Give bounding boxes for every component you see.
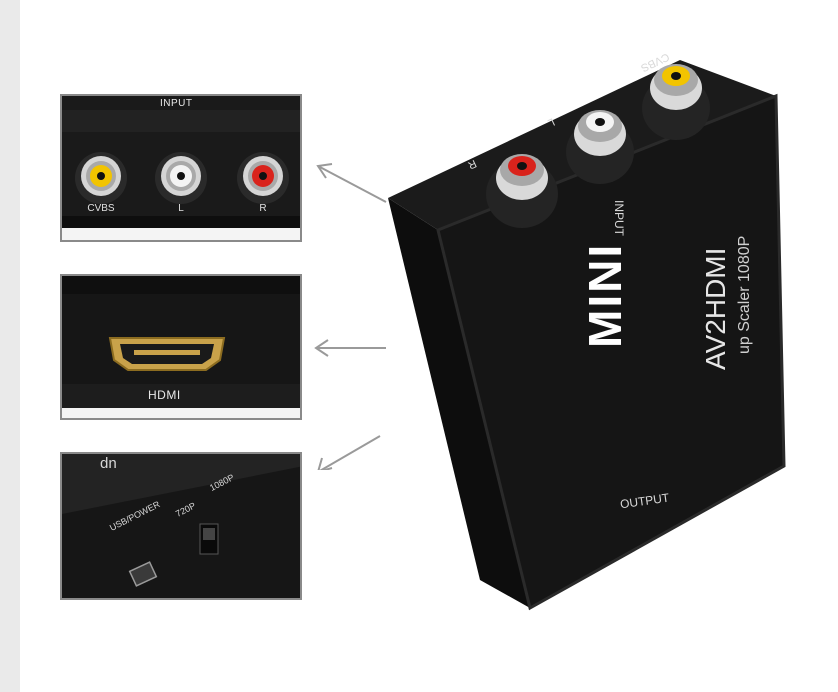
usb-closeup-graphic [62,454,300,598]
cvbs-jack-icon [75,152,127,204]
arrow-to-input-icon [317,165,387,203]
usb-port-icon [128,561,158,587]
device-l-jack-icon [566,110,634,184]
left-audio-label: L [178,203,184,214]
input-closeup-graphic [62,96,300,240]
device-subtitle: up Scaler 1080P [736,235,753,354]
hdmi-port-closeup: HDMI [60,274,302,420]
audio-right-jack-icon [237,152,289,204]
audio-left-jack-icon [155,152,207,204]
cvbs-label: CVBS [87,203,115,214]
device-cvbs-jack-icon [642,64,710,140]
device-r-jack-icon [486,154,558,228]
usb-power-closeup: up USB/POWER 720P 1080P [60,452,302,600]
hdmi-caption: HDMI [148,388,181,402]
right-audio-label: R [259,203,267,214]
input-caption: INPUT [160,98,193,109]
input-jacks-closeup: INPUT CVBS L R [60,94,302,242]
device-input-label: INPUT [612,200,626,236]
up-label: up [100,456,117,473]
device-model: AV2HDMI [700,247,731,370]
arrow-to-usb-icon [319,435,381,470]
resolution-switch-icon [199,523,219,555]
hdmi-closeup-graphic [62,276,300,418]
hdmi-port-icon [108,337,226,371]
callout-arrows [314,163,387,470]
av2hdmi-device-graphic [388,60,786,611]
device-brand: MINI [579,242,631,348]
